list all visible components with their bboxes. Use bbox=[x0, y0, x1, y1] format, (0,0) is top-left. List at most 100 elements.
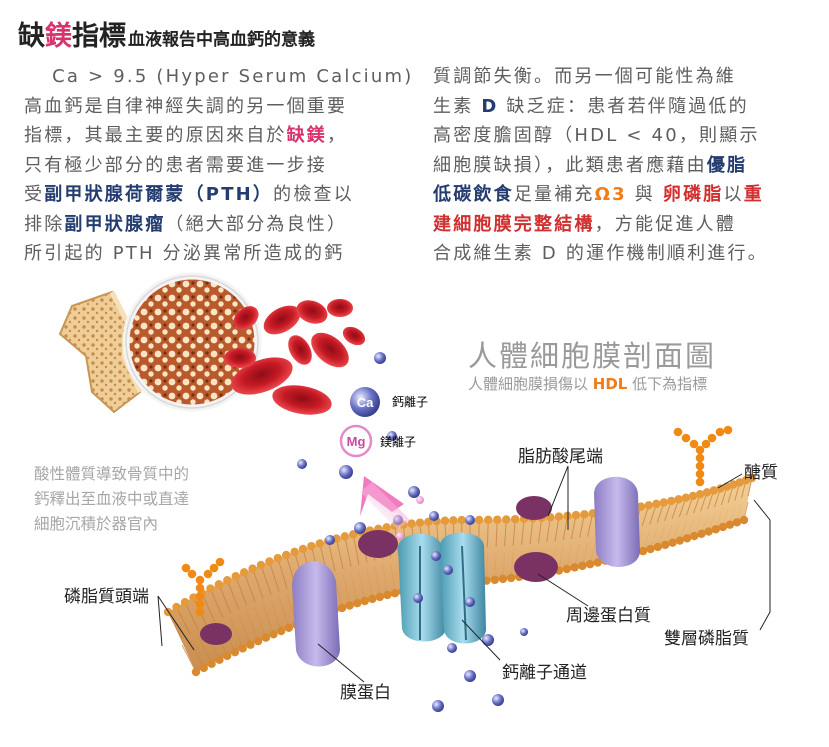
magnesium-ion-icon: Mg bbox=[339, 424, 373, 458]
phospholipid-head bbox=[739, 515, 749, 525]
sugar-bead bbox=[707, 433, 717, 443]
leader-lines bbox=[157, 465, 771, 683]
phospholipid-head bbox=[353, 599, 362, 608]
phospholipid-head bbox=[248, 564, 257, 573]
article-line: 生素 D 缺乏症：患者若伴隨過低的 bbox=[433, 92, 768, 122]
body-text: Ca > 9.5 (Hyper Serum Calcium) bbox=[24, 66, 414, 87]
phospholipid-head bbox=[360, 596, 369, 606]
phospholipid-head bbox=[276, 626, 286, 636]
highlight-text: Ω3 bbox=[594, 184, 627, 205]
phospholipid-head bbox=[191, 667, 201, 677]
phospholipid-head bbox=[511, 514, 520, 524]
mg-label: 鎂離子 bbox=[380, 434, 416, 449]
lipid-tail bbox=[260, 564, 272, 596]
phospholipid-head bbox=[690, 531, 699, 541]
calcium-ion bbox=[492, 694, 504, 706]
glycolipid-chain-icon bbox=[181, 557, 225, 617]
title-subtitle: 血液報告中高血鈣的意義 bbox=[128, 30, 315, 50]
body-text: 細胞膜缺損），此類患者應藉由 bbox=[433, 154, 707, 176]
phospholipid-head bbox=[265, 557, 274, 566]
sugar-bead bbox=[215, 557, 225, 567]
red-blood-cell bbox=[296, 300, 328, 324]
highlight-text: 缺鎂 bbox=[286, 125, 328, 146]
phospholipid-head bbox=[231, 571, 240, 581]
body-text: 受 bbox=[24, 184, 45, 205]
lipid-tail bbox=[268, 561, 280, 592]
phospholipid-head bbox=[223, 576, 232, 585]
sugar-bead bbox=[195, 607, 205, 617]
diagram-subtitle-pre: 人體細胞膜損傷以 bbox=[468, 375, 593, 393]
phospholipid-head bbox=[644, 501, 653, 510]
phospholipid-head bbox=[415, 518, 425, 527]
phospholipid-head bbox=[457, 515, 466, 525]
phospholipid-head bbox=[238, 644, 247, 653]
phospholipid-head bbox=[747, 473, 757, 483]
phospholipid-head bbox=[709, 486, 718, 495]
article-left-column: Ca > 9.5 (Hyper Serum Calcium) 高血鈣是自律神經失調… bbox=[24, 62, 413, 269]
sugar-bead bbox=[695, 445, 705, 455]
label-phospholipid-head: 磷脂質頭端 bbox=[64, 587, 149, 607]
lipid-tail bbox=[344, 536, 352, 567]
lipid-tail bbox=[495, 519, 498, 547]
acid-note-line: 細胞沉積於器官內 bbox=[34, 515, 159, 533]
sugar-bead bbox=[681, 433, 691, 443]
lipid-tail bbox=[512, 519, 516, 546]
peripheral-protein-icon bbox=[200, 623, 232, 645]
lipid-tail bbox=[352, 534, 360, 565]
calcium-ion bbox=[408, 486, 420, 498]
body-text: 高血鈣是自律神經失調的另一個重要 bbox=[24, 95, 348, 117]
phospholipid-head bbox=[493, 515, 502, 524]
sugar-bead bbox=[209, 563, 219, 573]
calcium-ion bbox=[520, 628, 528, 636]
phospholipid-head bbox=[729, 480, 738, 489]
sugar-bead bbox=[723, 425, 733, 435]
phospholipid-head bbox=[718, 522, 728, 532]
lipid-tail bbox=[546, 517, 551, 543]
lipid-tail bbox=[252, 568, 264, 599]
red-blood-cell bbox=[233, 306, 259, 330]
phospholipid-head bbox=[368, 594, 377, 604]
phospholipid-head bbox=[704, 527, 713, 536]
article-line: 只有極少部分的患者需要進一步接 bbox=[24, 151, 413, 181]
phospholipid-head bbox=[498, 574, 508, 584]
body-text: 只有極少部分的患者需要進一步接 bbox=[24, 154, 327, 176]
phospholipid-head bbox=[578, 561, 587, 571]
phospholipid-head bbox=[593, 558, 602, 567]
phospholipid-head bbox=[230, 647, 240, 657]
body-text: 生素 bbox=[433, 95, 482, 117]
ca-label: 鈣離子 bbox=[392, 395, 428, 409]
sugar-bead bbox=[701, 439, 711, 449]
phospholipid-head bbox=[375, 592, 385, 602]
magnesium-ion bbox=[416, 496, 424, 504]
body-text: 足量補充 bbox=[513, 184, 595, 205]
lipid-tail bbox=[218, 584, 232, 614]
red-blood-cell bbox=[311, 332, 349, 368]
membrane-protein-icon bbox=[292, 561, 340, 667]
phospholipid-head bbox=[585, 560, 595, 569]
calcium-ion bbox=[354, 522, 366, 534]
sugar-bead bbox=[695, 477, 705, 487]
lipid-tail bbox=[277, 557, 288, 589]
calcium-ion bbox=[447, 643, 457, 653]
phospholipid-head bbox=[725, 520, 735, 529]
calcium-ion bbox=[443, 565, 453, 575]
lipid-tail bbox=[226, 580, 240, 610]
peripheral-protein-icon bbox=[514, 552, 558, 582]
sugar-bead bbox=[689, 439, 699, 449]
phospholipid-head bbox=[554, 512, 564, 521]
article-line: 受副甲狀腺荷爾蒙（PTH）的檢查以 bbox=[24, 180, 413, 210]
article-line: Ca > 9.5 (Hyper Serum Calcium) bbox=[24, 62, 413, 92]
phospholipid-head bbox=[646, 544, 655, 554]
phospholipid-head bbox=[682, 534, 692, 543]
phospholipid-head bbox=[383, 590, 392, 600]
article-line: 所引起的 PTH 分泌異常所造成的鈣 bbox=[24, 239, 413, 269]
article-right-column: 質調節失衡。而另一個可能性為維生素 D 缺乏症：患者若伴隨過低的高密度膽固醇（H… bbox=[433, 62, 768, 269]
body-text: 與 bbox=[626, 184, 663, 205]
acid-note-line: 鈣釋出至血液中或直達 bbox=[34, 490, 190, 508]
red-blood-cell bbox=[342, 326, 366, 346]
phospholipid-head bbox=[345, 601, 354, 610]
phospholipid-head bbox=[702, 488, 712, 497]
phospholipid-head bbox=[340, 532, 350, 541]
phospholipid-head bbox=[667, 496, 676, 506]
